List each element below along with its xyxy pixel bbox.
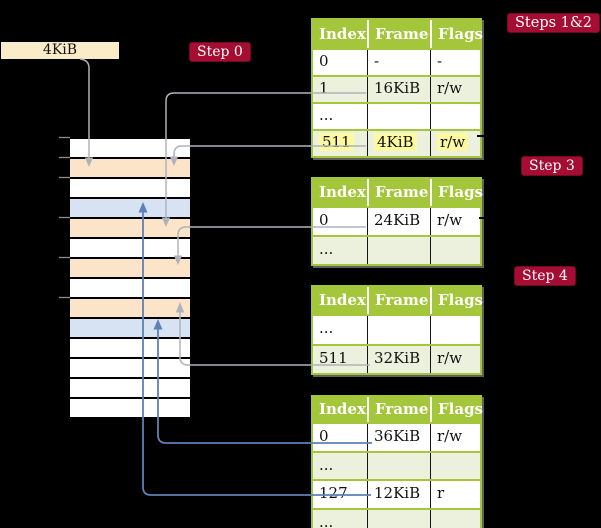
memory-stack — [70, 137, 190, 419]
table-row: 127 12KiB r — [313, 479, 480, 508]
cell-flags: r/w — [430, 131, 480, 156]
page-table-level4: Index Frame Flags 0 - - 1 16KiB r/w ... … — [311, 18, 483, 158]
cell-frame — [367, 316, 430, 344]
cell-index: ... — [319, 319, 334, 337]
col-header-flags: Flags — [430, 179, 483, 206]
table-header-row: Index Frame Flags — [313, 20, 483, 48]
cell-frame — [367, 509, 430, 528]
memory-cell-free — [70, 239, 190, 259]
cell-index: 511 — [319, 348, 348, 367]
cell-index: ... — [319, 512, 334, 528]
memory-cell-free — [70, 399, 190, 419]
col-header-index: Index — [319, 291, 366, 309]
cell-frame — [367, 104, 430, 129]
cell-flags: r/w — [430, 424, 480, 451]
table-row: ... — [313, 507, 480, 528]
table-row-highlighted: 511 4KiB r/w — [313, 129, 480, 156]
cell-index: 511 — [313, 131, 367, 156]
memory-cell-free — [70, 179, 190, 199]
memory-cell-free — [70, 139, 190, 159]
cell-flags: - — [430, 50, 480, 75]
badge-step-0: Step 0 — [189, 42, 251, 62]
table-row: 511 32KiB r/w — [313, 343, 480, 373]
memory-cell-table — [70, 259, 190, 279]
cell-flags — [430, 316, 480, 344]
col-header-frame: Frame — [367, 179, 430, 206]
address-ticks — [59, 136, 70, 299]
cell-flags: r — [430, 481, 480, 508]
cell-frame: 36KiB — [367, 424, 430, 451]
badge-step-3: Step 3 — [521, 156, 583, 176]
memory-cell-table — [70, 299, 190, 319]
page-table-level2: Index Frame Flags ... 511 32KiB r/w — [311, 285, 483, 375]
cell-index: 1 — [319, 79, 329, 97]
col-header-flags: Flags — [430, 397, 483, 422]
cell-flags: r/w — [430, 208, 480, 235]
highlight-mark: 511 — [319, 133, 354, 151]
cell-frame — [367, 237, 430, 264]
badge-step-4: Step 4 — [514, 266, 576, 286]
memory-cell-free — [70, 379, 190, 399]
cell-index: 0 — [319, 427, 329, 445]
col-header-frame: Frame — [367, 20, 430, 48]
col-header-frame: Frame — [367, 397, 430, 422]
cell-index: ... — [319, 240, 334, 258]
cell-flags — [430, 452, 480, 479]
memory-cell-free — [70, 339, 190, 359]
highlight-mark: 4KiB — [374, 133, 417, 151]
table-row: 0 24KiB r/w — [313, 206, 480, 235]
col-header-index: Index — [319, 183, 366, 201]
table-header-row: Index Frame Flags — [313, 179, 483, 206]
table-row: ... — [313, 102, 480, 129]
highlight-mark: r/w — [437, 133, 469, 151]
cell-flags — [430, 104, 480, 129]
table-row: 1 16KiB r/w — [313, 75, 480, 102]
col-header-index: Index — [319, 25, 366, 43]
col-header-index: Index — [319, 400, 366, 418]
cell-flags — [430, 237, 480, 264]
memory-cell-free — [70, 279, 190, 299]
table-row: 0 - - — [313, 48, 480, 75]
col-header-flags: Flags — [430, 20, 483, 48]
table-row: 0 36KiB r/w — [313, 422, 480, 451]
cell-frame: 24KiB — [367, 208, 430, 235]
badge-steps-1-2: Steps 1&2 — [507, 13, 601, 33]
frame-address-box: 4KiB — [1, 42, 119, 59]
table-header-row: Index Frame Flags — [313, 397, 483, 422]
cell-frame: 16KiB — [367, 77, 430, 102]
cell-flags: r/w — [430, 345, 480, 373]
table-row: ... — [313, 235, 480, 264]
memory-cell-free — [70, 359, 190, 379]
cell-index: ... — [319, 106, 334, 124]
cell-index: 0 — [319, 52, 329, 70]
cell-frame: 4KiB — [367, 131, 430, 156]
cell-flags — [430, 509, 480, 528]
memory-cell-page — [70, 319, 190, 339]
page-table-level1: Index Frame Flags 0 36KiB r/w ... 127 12… — [311, 395, 483, 528]
col-header-flags: Flags — [430, 287, 483, 314]
memory-cell-table — [70, 219, 190, 239]
cell-index: 127 — [319, 484, 348, 502]
cell-frame: - — [367, 50, 430, 75]
memory-cell-table — [70, 159, 190, 179]
memory-cell-page — [70, 199, 190, 219]
table-row: ... — [313, 314, 480, 344]
cell-index: ... — [319, 455, 334, 474]
cell-flags: r/w — [430, 77, 480, 102]
cell-frame: 12KiB — [367, 481, 430, 508]
col-header-frame: Frame — [367, 287, 430, 314]
table-row: ... — [313, 450, 480, 479]
cell-index: 0 — [319, 211, 329, 229]
page-table-level3: Index Frame Flags 0 24KiB r/w ... — [311, 177, 483, 266]
cell-frame — [367, 452, 430, 479]
table-header-row: Index Frame Flags — [313, 287, 483, 314]
cell-frame: 32KiB — [367, 345, 430, 373]
